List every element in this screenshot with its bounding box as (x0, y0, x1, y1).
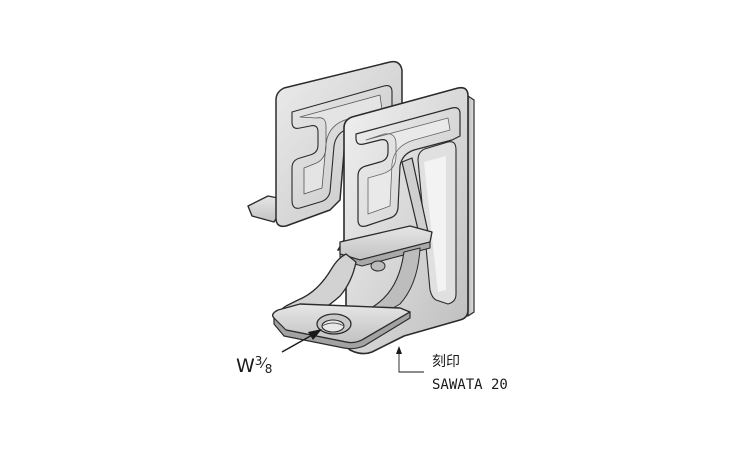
marking-callout: 刻印 SAWATA 20 (396, 346, 508, 393)
vertical-rib-highlight (424, 156, 446, 292)
front-plate-side (467, 94, 475, 318)
marking-leader-line (398, 352, 424, 373)
latch-dimple (370, 260, 386, 272)
base-plate (271, 303, 411, 350)
threaded-hole (321, 319, 345, 333)
thread-leader-arrowhead (308, 329, 322, 340)
thread-fraction-num: 3 (255, 354, 263, 368)
thread-fraction-slash: ⁄ (259, 356, 267, 372)
thread-prefix: W (236, 355, 255, 377)
marking-leader-arrowhead (396, 346, 402, 354)
thread-fraction-den: 8 (265, 362, 273, 376)
marking-text: SAWATA 20 (432, 377, 508, 393)
thread-callout: W3⁄8 (236, 329, 322, 377)
back-plate-groove-inner (299, 94, 383, 195)
hole-shadow (321, 322, 345, 327)
thread-size-label: W3⁄8 (236, 354, 272, 377)
base-front-edge (273, 311, 411, 350)
thread-leader-line (281, 333, 315, 353)
marking-title: 刻印 (432, 354, 460, 370)
spring-slot-outline (355, 107, 461, 227)
spring-slot-inner (365, 117, 451, 215)
